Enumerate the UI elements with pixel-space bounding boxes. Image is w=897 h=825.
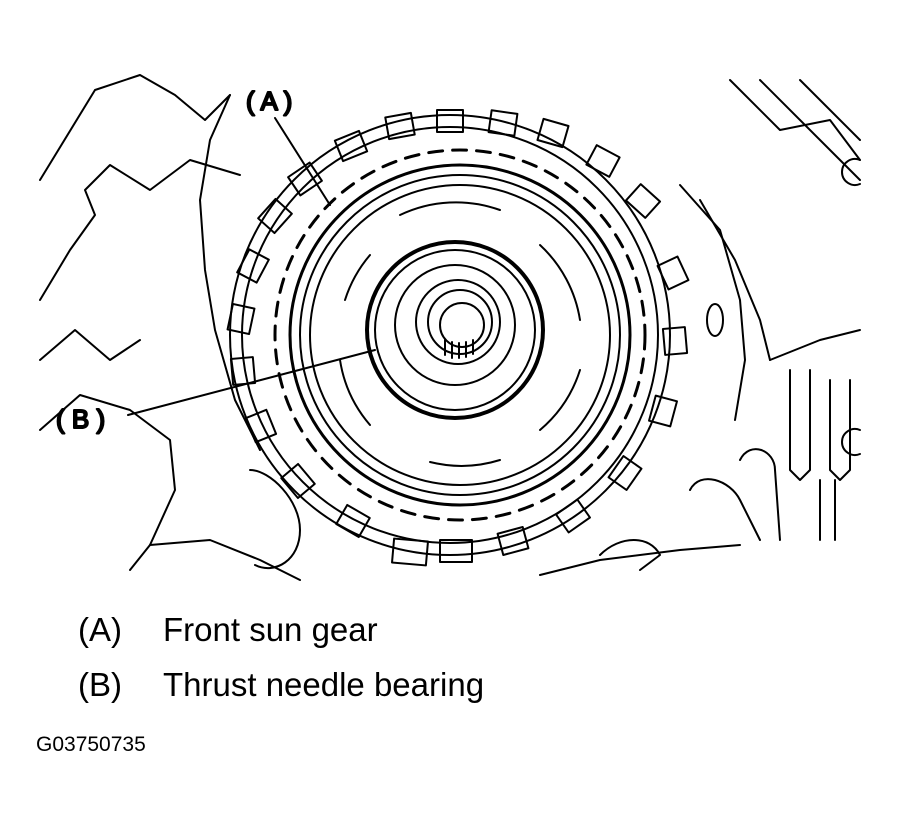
legend-label-a: Front sun gear: [163, 611, 378, 648]
leader-line-a: [274, 117, 331, 206]
legend-key-b: (B): [78, 666, 122, 703]
transmission-diagram: ( A ) ( B ): [39, 74, 861, 581]
housing-left: [39, 74, 301, 581]
legend-label-b: Thrust needle bearing: [163, 666, 485, 703]
callout-a: ( A ): [246, 86, 292, 116]
legend-item-a: (A) Front sun gear: [78, 610, 378, 650]
legend-item-b: (B) Thrust needle bearing: [78, 665, 484, 705]
front-sun-gear: [273, 148, 647, 522]
housing-right: [539, 79, 861, 576]
callout-b: ( B ): [56, 404, 105, 434]
figure-code: G03750735: [36, 733, 146, 756]
thrust-needle-bearing: [365, 240, 545, 420]
leader-line-b: [127, 349, 376, 416]
center-hub: [394, 264, 516, 386]
legend-key-a: (A): [78, 611, 122, 648]
carrier-slots: [339, 201, 581, 467]
outer-clutch-ring: [226, 109, 690, 567]
